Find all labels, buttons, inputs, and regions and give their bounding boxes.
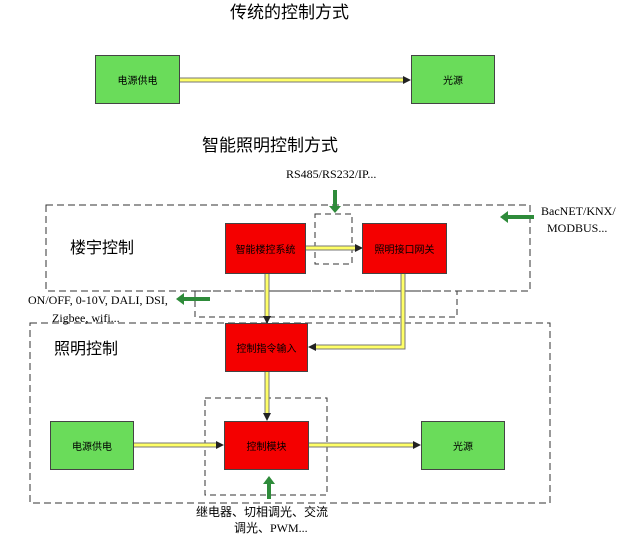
bms-to-command-connector	[263, 274, 271, 324]
rs-protocol-arrow	[329, 190, 341, 213]
control-module-box: 控制模块	[224, 421, 309, 470]
bacnet-protocol-arrow	[500, 211, 534, 223]
onoff-protocol-arrow	[176, 293, 210, 305]
protocol-bridge-region	[194, 290, 458, 318]
module-to-light-connector	[309, 441, 421, 449]
relay-protocol-arrow	[263, 476, 275, 499]
traditional-light-box: 光源	[411, 55, 495, 104]
command-to-module-connector	[263, 372, 271, 421]
onoff-protocol-label-line1: ON/OFF, 0-10V, DALI, DSI,	[28, 293, 168, 307]
lighting-section-label: 照明控制	[54, 339, 119, 358]
relay-protocol-label-line2: 调光、PWM...	[234, 521, 308, 535]
light-box: 光源	[421, 421, 505, 470]
power-to-module-connector	[134, 441, 224, 449]
building-section-label: 楼宇控制	[70, 238, 135, 257]
bacnet-protocol-label-line2: MODBUS...	[547, 221, 608, 235]
bms-box: 智能楼控系统	[225, 223, 306, 274]
smart-title: 智能照明控制方式	[202, 136, 338, 156]
bms-to-gateway-connector	[306, 244, 363, 252]
onoff-protocol-label-line2: Zigbee, wifi...	[52, 311, 120, 325]
traditional-power-box: 电源供电	[95, 55, 180, 104]
relay-protocol-label-line1: 继电器、切相调光、交流	[196, 505, 329, 519]
gateway-box: 照明接口网关	[362, 223, 447, 274]
traditional-title: 传统的控制方式	[230, 3, 349, 23]
bacnet-protocol-label-line1: BacNET/KNX/	[541, 204, 616, 218]
gateway-input-region	[314, 213, 353, 265]
traditional-power-to-light-connector	[180, 76, 411, 84]
gateway-to-command-connector	[308, 274, 406, 351]
building-control-region	[45, 204, 531, 292]
power-box: 电源供电	[50, 421, 134, 470]
command-input-box: 控制指令输入	[225, 323, 308, 372]
rs-protocol-label: RS485/RS232/IP...	[286, 167, 377, 181]
